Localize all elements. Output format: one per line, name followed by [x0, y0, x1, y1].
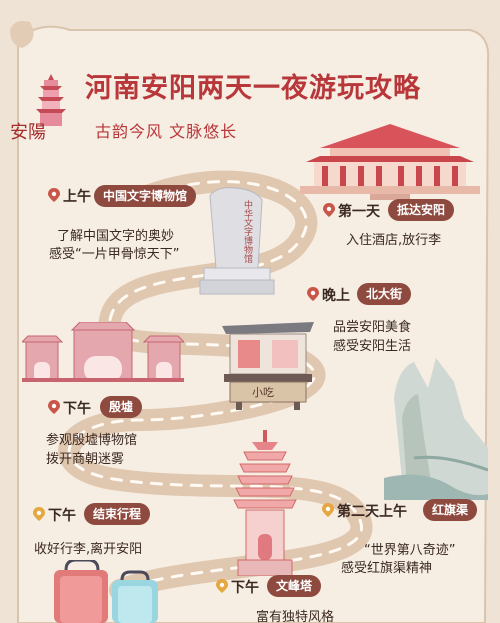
stop-time: 下午 [48, 508, 76, 524]
location-pin-icon [48, 188, 60, 202]
location-pin-icon [323, 203, 335, 217]
stone-stele-illustration [199, 187, 275, 295]
stop-place-tag: 文峰塔 [267, 575, 322, 597]
stop-desc: 入住酒店,放行李 [346, 233, 442, 248]
page-title: 河南安阳两天一夜游玩攻略 [85, 73, 421, 104]
stall-sign: 小吃 [252, 386, 274, 399]
stop-desc: “世界第八奇迹” [364, 543, 456, 558]
page-subtitle: 古韵今风 文脉悠长 [95, 122, 238, 141]
luggage-illustration [54, 560, 158, 623]
stop-place-tag: 结束行程 [84, 503, 151, 525]
location-pin-icon [322, 503, 334, 517]
stele-inscription: 中华文字博物馆 [242, 200, 252, 263]
location-pin-icon [48, 400, 60, 414]
museum-building-illustration [300, 124, 480, 200]
stop-place-tag: 北大街 [357, 283, 412, 305]
stop-time: 下午 [231, 580, 259, 596]
wenfeng-pagoda-illustration [233, 430, 297, 576]
stop-desc: 参观殷墟博物馆 [46, 433, 138, 448]
stop-desc: 品尝安阳美食 [333, 320, 412, 335]
stop-time: 上午 [63, 189, 91, 205]
food-stall-illustration [222, 322, 314, 410]
location-pin-icon [33, 507, 45, 521]
stop-desc: 富有独特风格 [256, 610, 335, 623]
stop-desc: 收好行李,离开安阳 [34, 542, 143, 557]
red-flag-canal-illustration [384, 358, 488, 500]
stop-time: 下午 [63, 401, 91, 417]
stop-place-tag: 红旗渠 [423, 499, 478, 521]
location-pin-icon [307, 287, 319, 301]
stop-time: 第二天上午 [337, 504, 407, 520]
stop-desc: 感受红旗渠精神 [341, 561, 433, 576]
stop-desc: 拨开商朝迷雾 [46, 452, 125, 467]
stop-place-tag: 中国文字博物馆 [94, 185, 197, 207]
ancient-gate-illustration [22, 322, 184, 382]
stop-place-tag: 抵达安阳 [388, 199, 455, 221]
logo-calligraphy: 安陽 [10, 122, 46, 143]
stop-desc: 了解中国文字的奥妙 [57, 229, 175, 244]
stop-desc: 感受“一片甲骨惊天下” [49, 247, 180, 262]
pagoda-logo-icon [36, 74, 66, 126]
stop-place-tag: 殷墟 [100, 396, 143, 418]
stop-desc: 感受安阳生活 [333, 339, 412, 354]
location-pin-icon [216, 579, 228, 593]
stop-time: 第一天 [338, 204, 380, 220]
stop-time: 晚上 [322, 288, 350, 304]
